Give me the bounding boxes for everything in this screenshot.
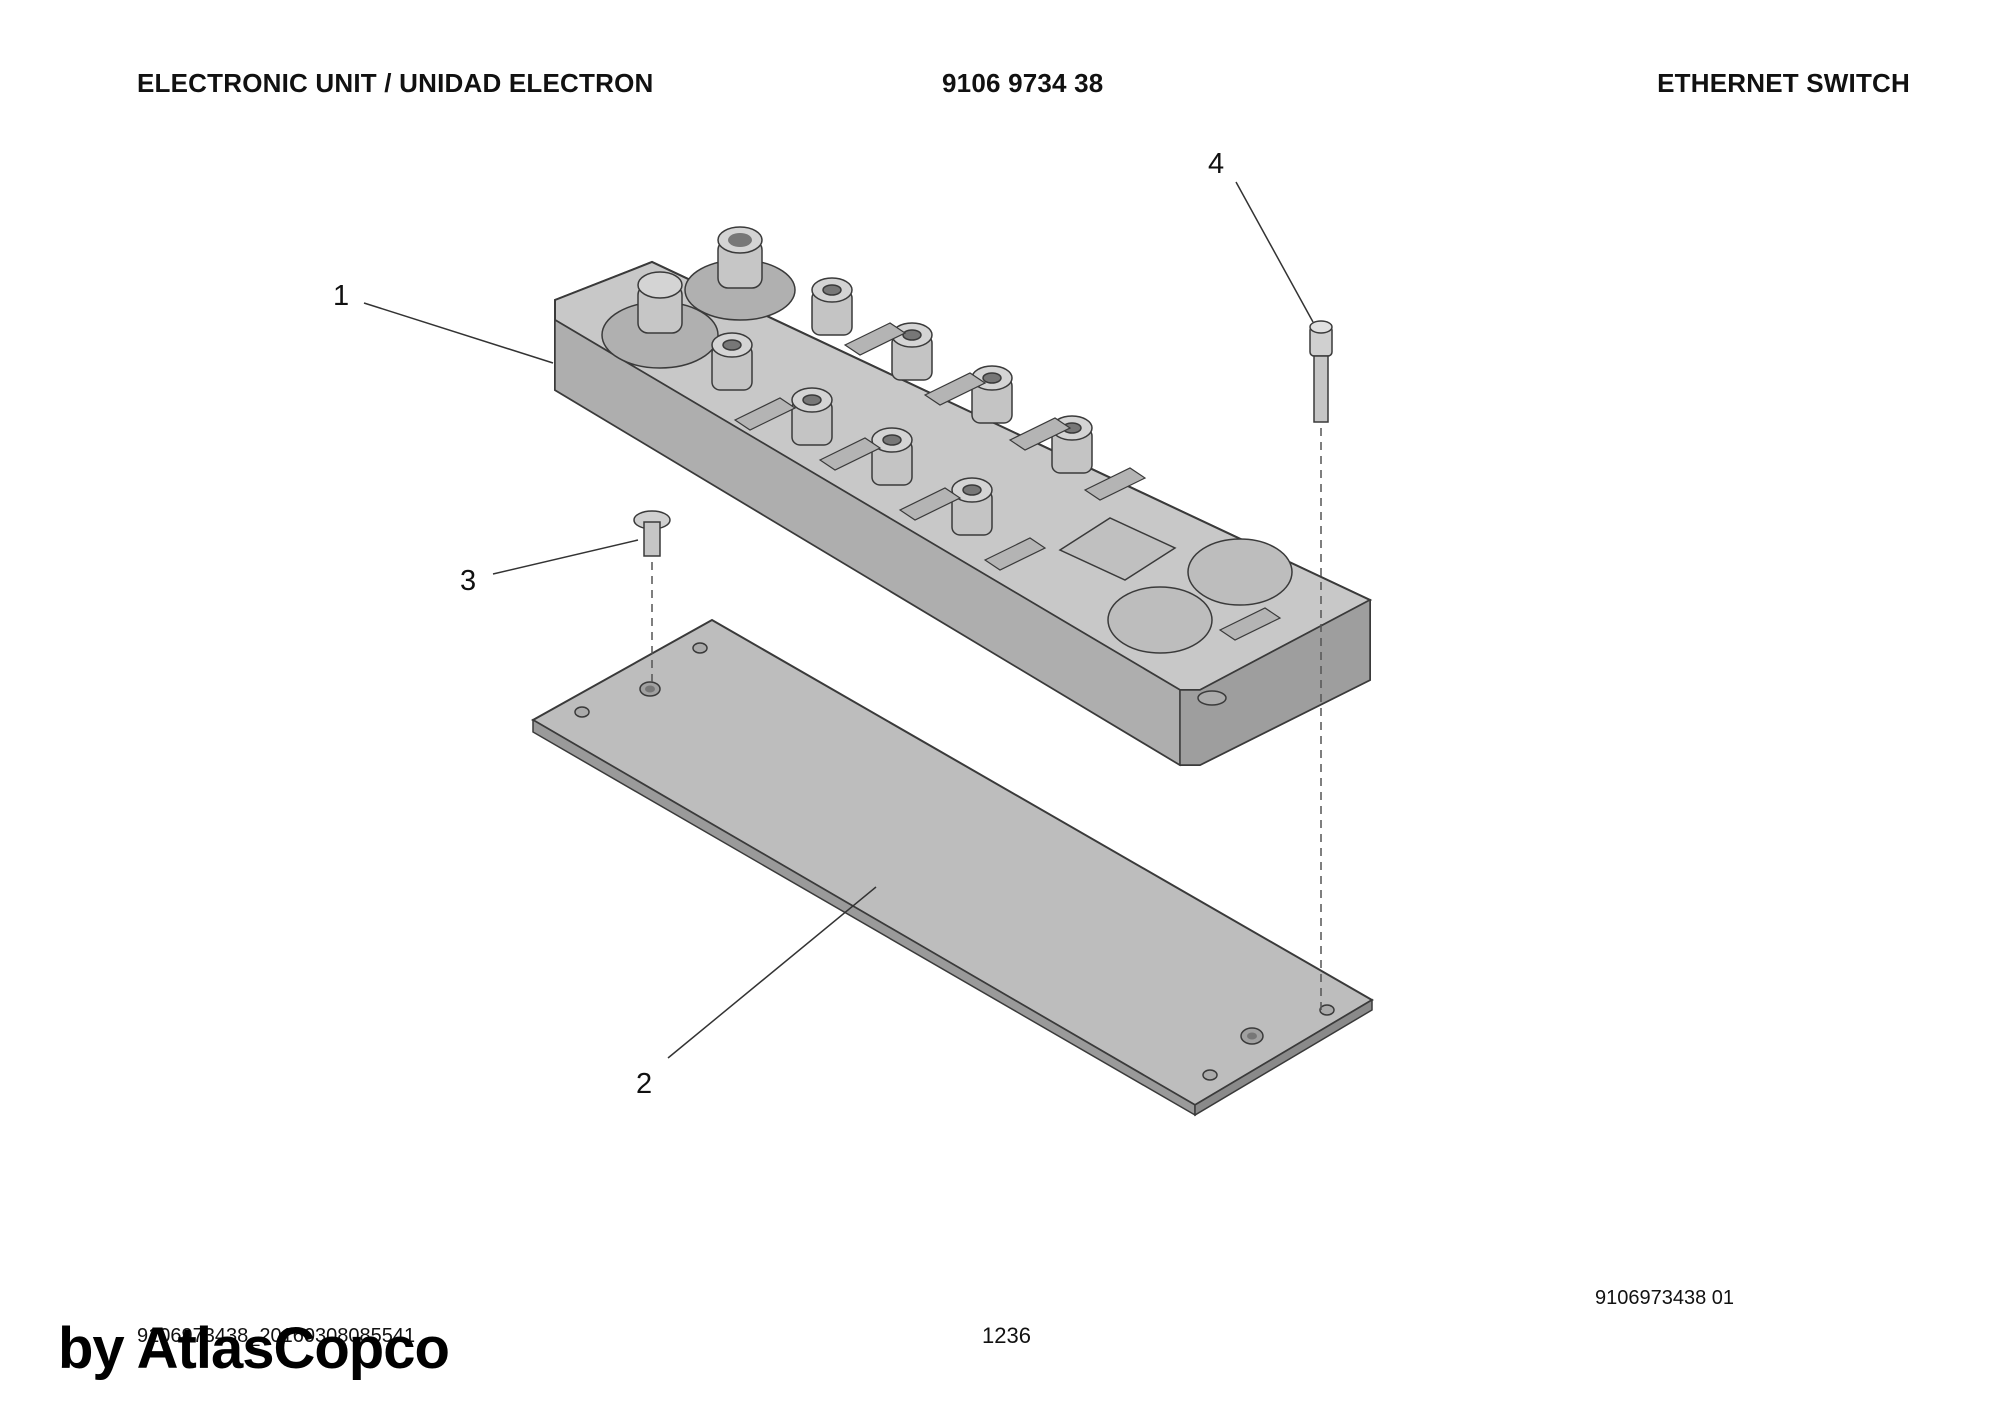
- callout-3: 3: [460, 565, 477, 597]
- document-reference: 9106973438_20160308085541: [137, 1325, 416, 1347]
- header-title: ELECTRONIC UNIT / UNIDAD ELECTRON: [137, 68, 654, 98]
- callout-4: 4: [1208, 148, 1225, 180]
- drawing-number: 9106973438 01: [1595, 1287, 1735, 1309]
- callout-2: 2: [636, 1068, 653, 1100]
- ethernet-switch-body: [554, 226, 1373, 767]
- header-part-number: 9106 9734 38: [942, 68, 1104, 98]
- header-description: ETHERNET SWITCH: [1657, 68, 1910, 98]
- m12-connectors: [711, 277, 1093, 536]
- callout-1: 1: [333, 280, 350, 312]
- page-number: 1236: [982, 1323, 1031, 1348]
- screw-3: [633, 510, 671, 683]
- screw-4: [1309, 320, 1333, 1010]
- mounting-plate: [530, 618, 1374, 1117]
- watermark: by AtlasCopco: [58, 1316, 450, 1381]
